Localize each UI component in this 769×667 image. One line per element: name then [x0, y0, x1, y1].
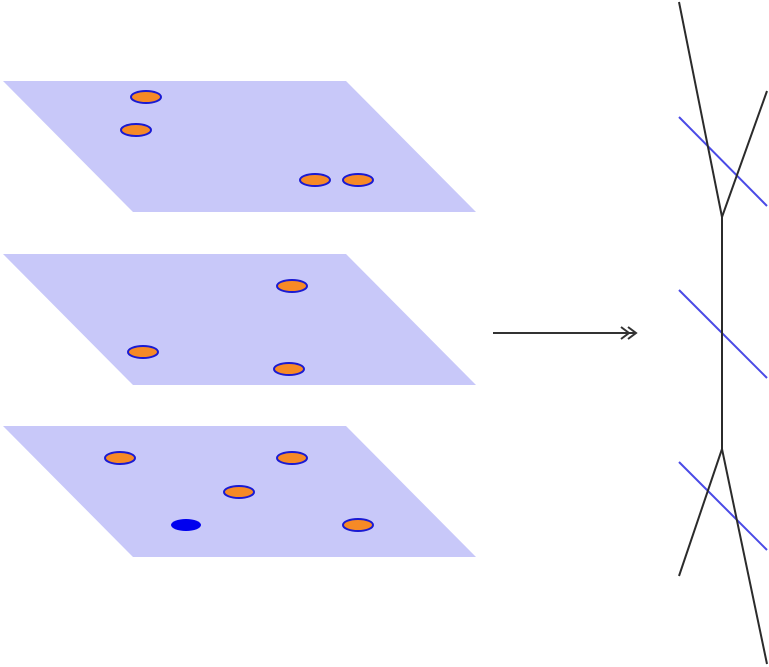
plane-bottom — [3, 426, 476, 557]
spot-middle-3 — [273, 362, 305, 376]
spot-top-4 — [342, 173, 374, 187]
upper-left-branch — [678, 1, 723, 218]
plane-middle — [3, 254, 476, 385]
spot-bottom-5 — [342, 518, 374, 532]
branching-graph — [678, 1, 768, 665]
plane-top — [3, 81, 476, 212]
spot-top-1 — [130, 90, 162, 104]
plane-stack — [3, 81, 476, 557]
spot-bottom-1 — [104, 451, 136, 465]
lower-left-branch — [678, 448, 723, 577]
fiber-mark-bottom — [678, 461, 768, 551]
arrow-icon — [493, 326, 638, 340]
spot-bottom-3 — [223, 485, 255, 499]
spot-top-2 — [120, 123, 152, 137]
arrow-head-inner — [620, 326, 631, 340]
upper-right-branch — [721, 90, 768, 218]
fiber-mark-top — [678, 116, 768, 207]
plane-surface-middle — [3, 254, 476, 385]
spot-middle-2 — [127, 345, 159, 359]
lower-right-branch — [721, 448, 768, 665]
spot-middle-1 — [276, 279, 308, 293]
plane-surface-top — [3, 81, 476, 212]
arrow-head-outer — [627, 326, 638, 340]
spot-top-3 — [299, 173, 331, 187]
spot-bottom-2 — [276, 451, 308, 465]
solid-spot-bottom-4 — [171, 519, 201, 531]
